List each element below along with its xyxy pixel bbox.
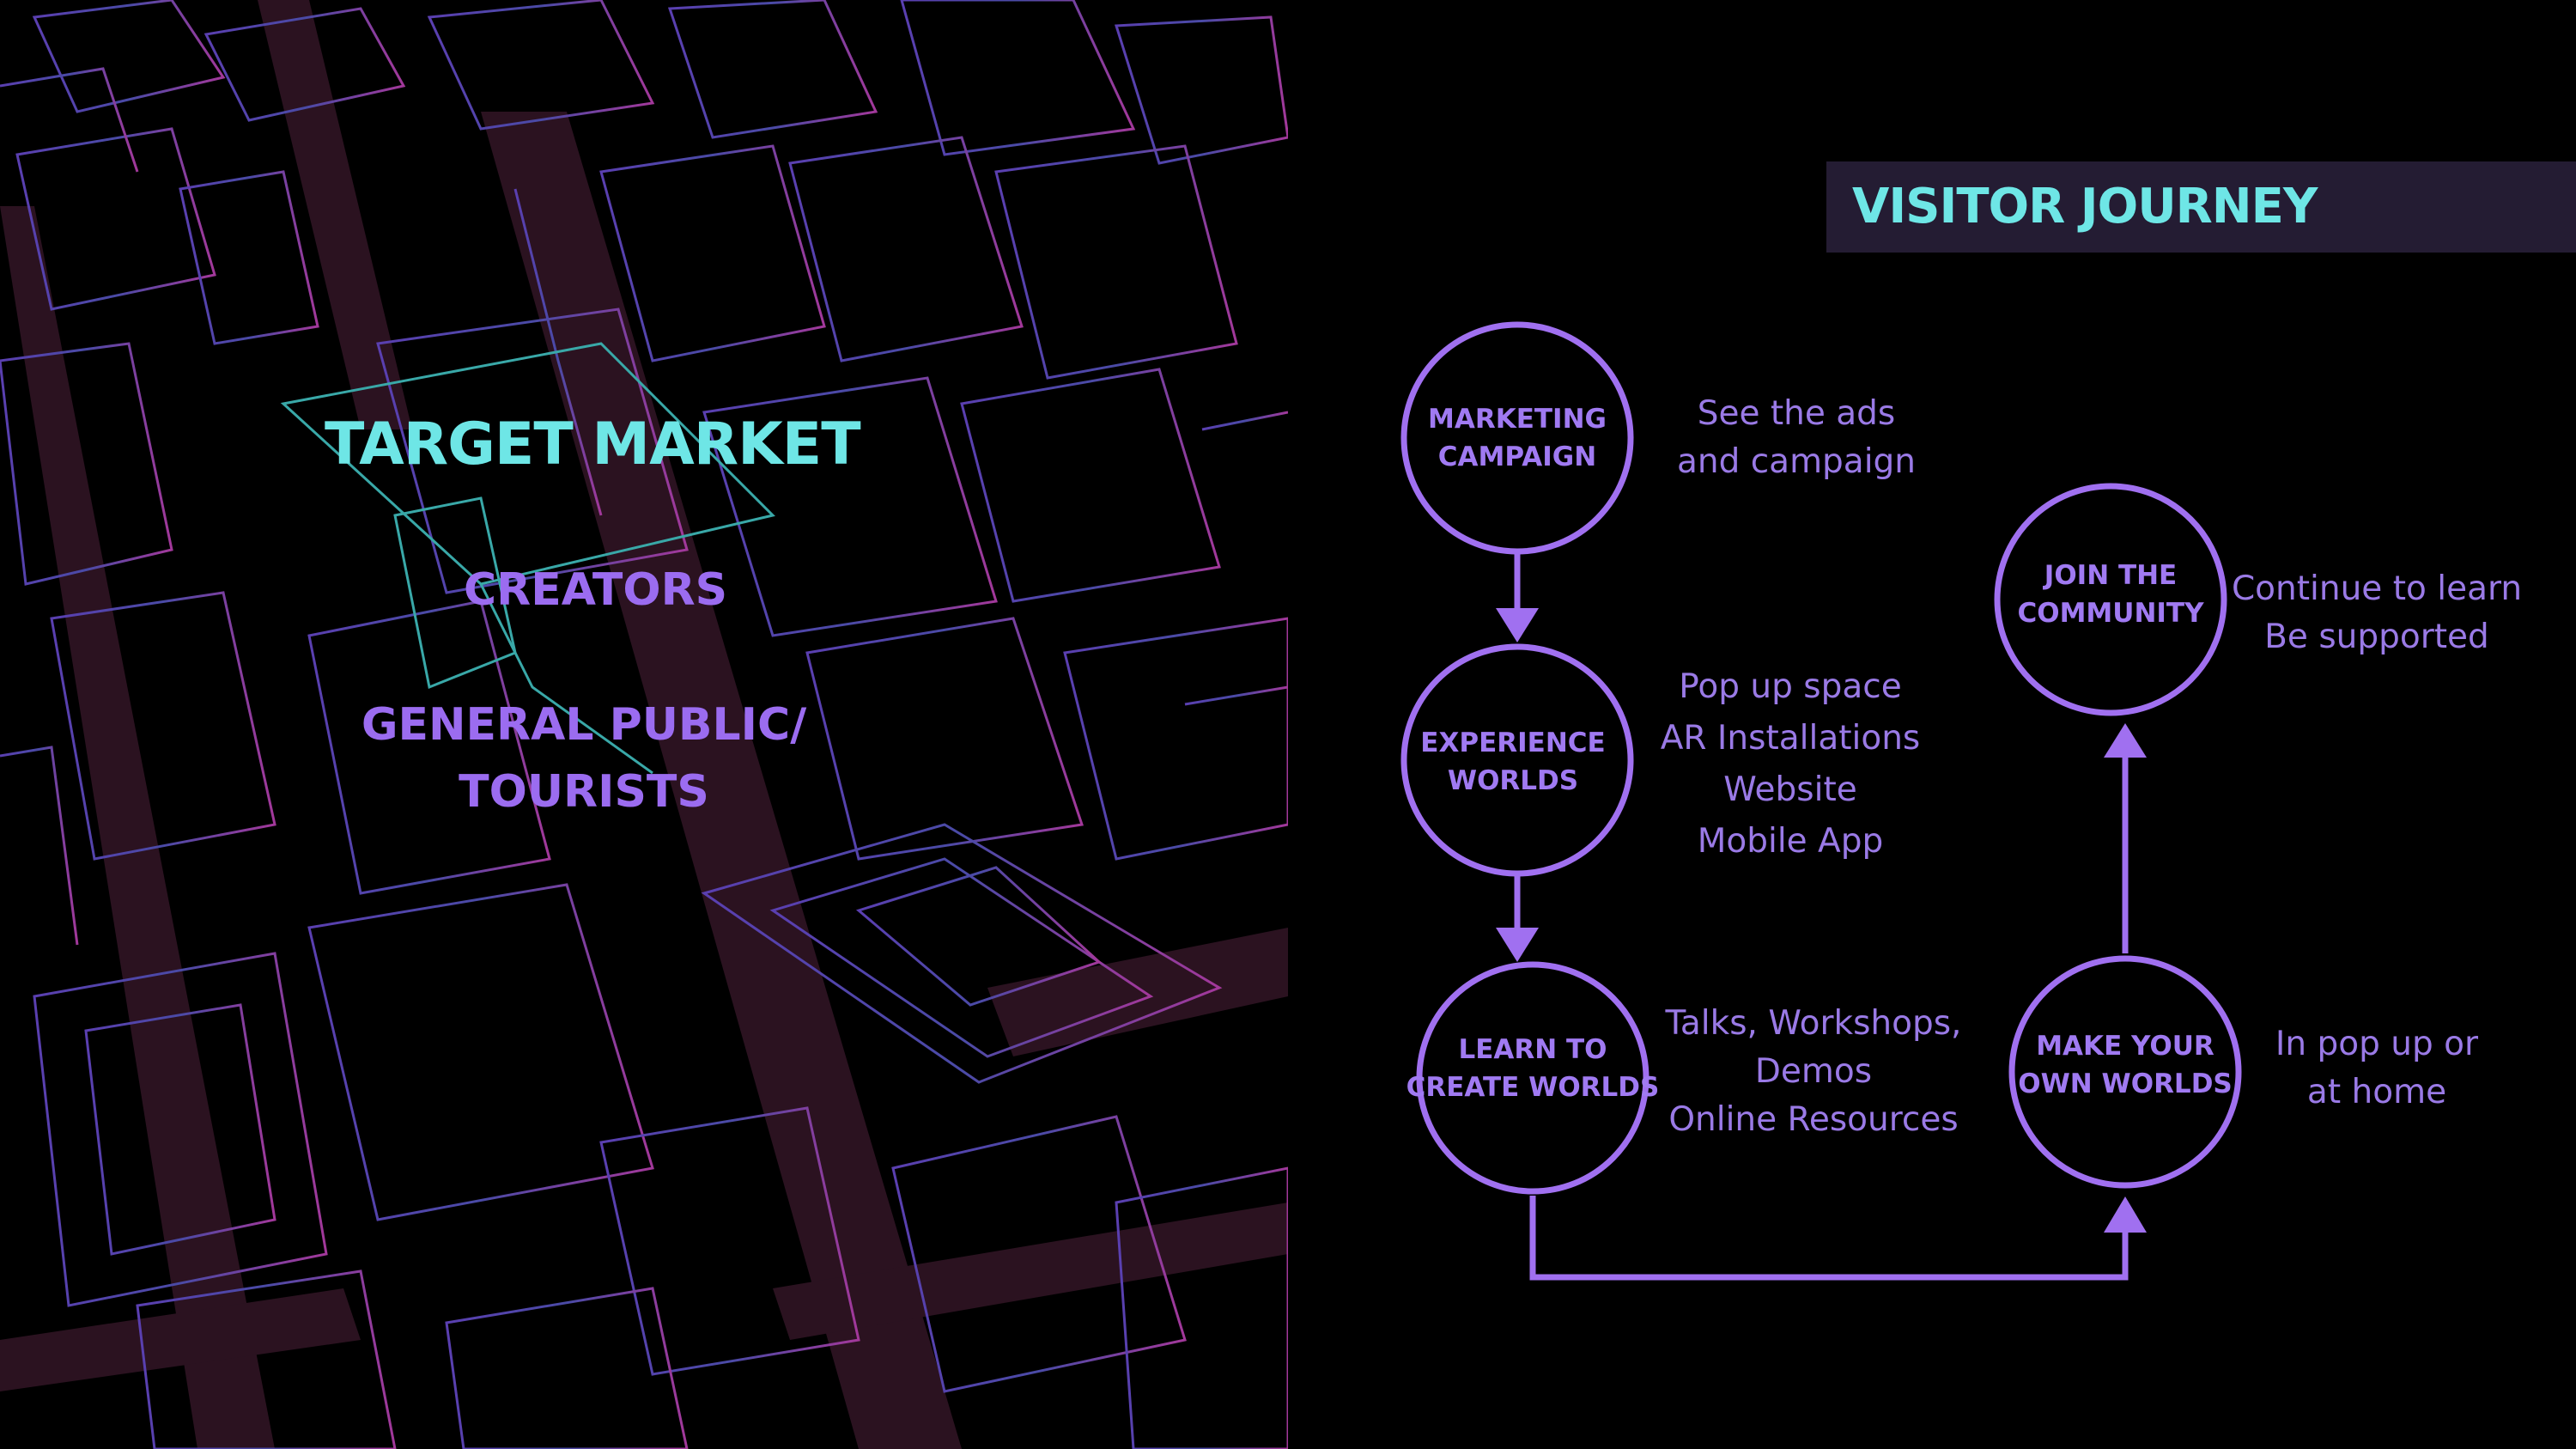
node-label-line2: CAMPAIGN — [1437, 441, 1597, 472]
node-label-marketing-campaign: MARKETING CAMPAIGN — [1388, 400, 1646, 476]
node-label-join-community: JOIN THE COMMUNITY — [1982, 557, 2239, 632]
node-label-make-your-own: MAKE YOUR OWN WORLDS — [1996, 1027, 2254, 1103]
desc-line: Mobile App — [1697, 822, 1884, 861]
building-outlines — [0, 0, 1288, 1449]
node-make-your-own — [2008, 955, 2242, 1189]
visitor-journey-title: VISITOR JOURNEY — [1852, 179, 2318, 234]
node-join-community — [1994, 483, 2227, 716]
desc-make-your-own: In pop up or at home — [2162, 1020, 2576, 1117]
visitor-journey-header: VISITOR JOURNEY — [1826, 161, 2576, 253]
connector-3-4 — [1529, 1196, 2129, 1281]
node-label-experience-worlds: EXPERIENCE WORLDS — [1384, 724, 1642, 800]
node-marketing-campaign — [1400, 321, 1634, 555]
desc-line: AR Installations — [1660, 719, 1921, 758]
node-learn-to-create — [1416, 961, 1649, 1195]
desc-line: Online Resources — [1668, 1100, 1959, 1139]
node-label-line1: EXPERIENCE — [1420, 728, 1606, 758]
general-public-line1: GENERAL PUBLIC/ — [361, 699, 807, 751]
arrow-up-icon — [2104, 723, 2147, 758]
desc-line: In pop up or — [2275, 1025, 2479, 1063]
node-label-line1: JOIN THE — [2044, 560, 2178, 591]
node-label-line1: LEARN TO — [1458, 1034, 1607, 1065]
journey-flow-diagram — [1400, 321, 2242, 1281]
streets — [0, 0, 1288, 1449]
node-label-line2: COMMUNITY — [2017, 598, 2204, 629]
node-label-line2: CREATE WORLDS — [1406, 1072, 1660, 1103]
target-market-general-public: GENERAL PUBLIC/ TOURISTS — [361, 691, 807, 825]
city-wireframe-background — [0, 0, 1288, 1449]
desc-line: Website — [1723, 770, 1857, 809]
arrow-up-icon — [2104, 1196, 2147, 1233]
highlighted-building — [280, 342, 775, 775]
general-public-line2: TOURISTS — [459, 766, 709, 818]
desc-join-community: Continue to learn Be supported — [2162, 565, 2576, 661]
node-label-learn-to-create: LEARN TO CREATE WORLDS — [1404, 1031, 1662, 1106]
arrow-down-icon — [1496, 608, 1539, 642]
node-label-line1: MARKETING — [1428, 404, 1607, 435]
node-experience-worlds — [1400, 643, 1634, 877]
arrow-down-icon — [1496, 928, 1539, 962]
target-market-creators: CREATORS — [464, 564, 728, 616]
desc-marketing-campaign: See the ads and campaign — [1582, 390, 2011, 486]
node-label-line1: MAKE YOUR — [2036, 1031, 2215, 1062]
desc-line: Pop up space — [1679, 667, 1902, 706]
desc-line: and campaign — [1676, 442, 1917, 481]
desc-line: Talks, Workshops, — [1665, 1004, 1962, 1043]
desc-line: Demos — [1754, 1052, 1873, 1091]
desc-line: at home — [2306, 1073, 2447, 1111]
desc-learn-to-create: Talks, Workshops, Demos Online Resources — [1599, 1000, 2028, 1144]
desc-line: See the ads — [1697, 394, 1896, 433]
desc-experience-worlds: Pop up space AR Installations Website Mo… — [1576, 661, 2005, 868]
desc-line: Be supported — [2264, 618, 2489, 656]
target-market-title: TARGET MARKET — [325, 411, 861, 478]
node-label-line2: WORLDS — [1447, 765, 1579, 796]
node-label-line2: OWN WORLDS — [2018, 1068, 2233, 1099]
desc-line: Continue to learn — [2231, 569, 2523, 608]
